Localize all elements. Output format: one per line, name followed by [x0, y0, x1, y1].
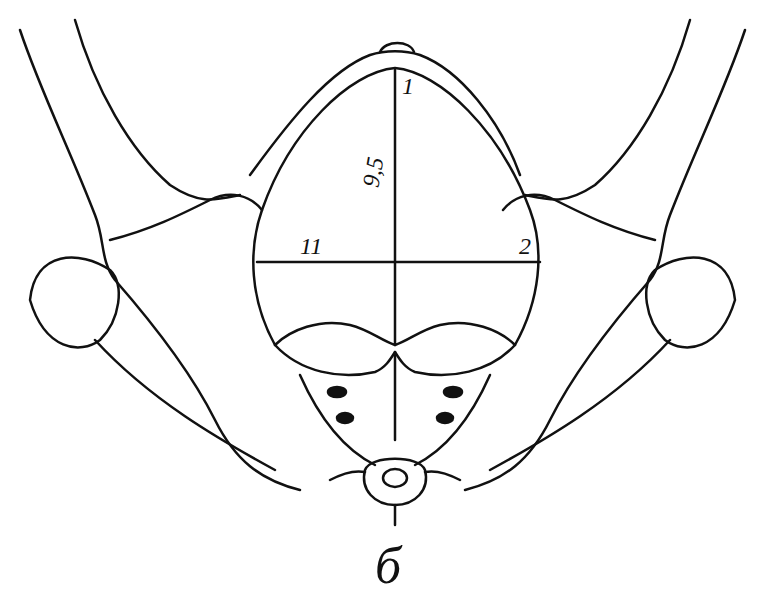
- dimension-label: 11: [300, 234, 322, 258]
- callout-number: 1: [402, 74, 414, 98]
- dimension-label: 9,5: [359, 155, 388, 189]
- figure-caption: б: [375, 540, 401, 592]
- callout-number: 2: [519, 234, 531, 258]
